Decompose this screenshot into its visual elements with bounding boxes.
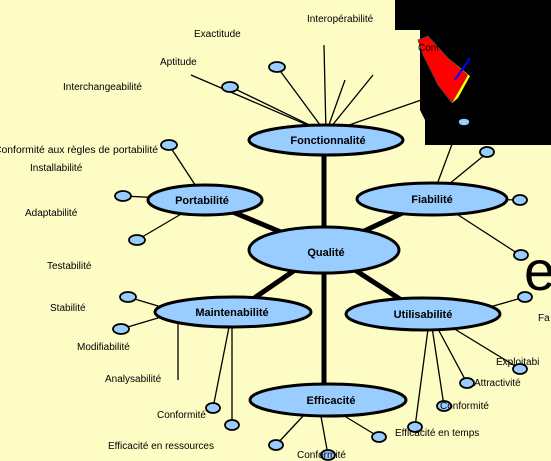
label-modifiabilite: Modifiabilité xyxy=(77,342,130,353)
sub-node xyxy=(128,234,146,246)
node-maintenabilite xyxy=(153,295,313,329)
sub-node xyxy=(371,431,387,443)
sub-node xyxy=(320,449,336,461)
label-fonctionnalite: Fonctionnalité xyxy=(290,135,365,147)
sub-node xyxy=(436,400,452,412)
sub-node xyxy=(407,421,423,433)
sub-node xyxy=(512,194,528,206)
sub-node xyxy=(268,439,284,451)
sub-node xyxy=(517,291,533,303)
sub-node xyxy=(221,81,239,93)
label-exactitude: Exactitude xyxy=(194,29,241,40)
sub-node xyxy=(268,61,286,73)
label-fa-truncated: Fa xyxy=(538,313,550,324)
sub-end-circles xyxy=(112,61,533,461)
sub-node xyxy=(205,402,221,414)
label-stabilite: Stabilité xyxy=(50,303,86,314)
label-qualite: Qualité xyxy=(307,247,344,259)
label-installabilite: Installabilité xyxy=(30,163,83,174)
sub-node xyxy=(513,249,529,261)
label-conformite-utilisabilite: Conformité xyxy=(440,401,489,412)
sub-node xyxy=(114,190,132,202)
overlay-letter: e xyxy=(524,239,551,302)
label-efficacite-temps: Efficacité en temps xyxy=(395,428,479,439)
sub-labels: Exactitude Interopérabilité Aptitude Int… xyxy=(0,14,550,461)
label-portabilite: Portabilité xyxy=(175,195,229,207)
label-efficacite-ressources: Efficacité en ressources xyxy=(108,441,214,452)
sub-node xyxy=(224,419,240,431)
sub-node xyxy=(112,323,130,335)
node-qualite xyxy=(247,225,401,275)
label-aptitude: Aptitude xyxy=(160,57,197,68)
node-fiabilite xyxy=(355,181,509,217)
node-efficacite xyxy=(248,382,408,418)
sub-node xyxy=(119,291,137,303)
label-interchangeabilite: Interchangeabilité xyxy=(63,82,142,93)
label-analysabilite: Analysabilité xyxy=(105,374,162,385)
label-maintenabilite: Maintenabilité xyxy=(195,307,268,319)
node-fonctionnalite xyxy=(247,123,405,157)
label-interoperabilite: Interopérabilité xyxy=(307,14,374,25)
sub-node xyxy=(459,377,475,389)
node-utilisabilite xyxy=(344,296,502,332)
label-fiabilite: Fiabilité xyxy=(411,194,453,206)
overlay-graphic: Conf xyxy=(395,0,551,145)
label-conformite-portabilite: Conformité aux règles de portabilité xyxy=(0,145,158,156)
label-testabilite: Testabilité xyxy=(47,261,92,272)
sub-node xyxy=(512,363,528,375)
label-conf-truncated: Conf xyxy=(418,43,439,54)
label-efficacite: Efficacité xyxy=(307,395,356,407)
label-conformite-maintenabilite: Conformité xyxy=(157,410,206,421)
label-attractivite: Attractivité xyxy=(474,378,521,389)
main-labels: Fonctionnalité Portabilité Fiabilité Qua… xyxy=(175,135,453,407)
label-exploitabilite-truncated: Exploitabi xyxy=(496,357,539,368)
node-portabilite xyxy=(146,183,264,217)
sub-node xyxy=(160,139,178,151)
sub-node xyxy=(479,146,495,158)
label-adaptabilite: Adaptabilité xyxy=(25,208,78,219)
label-conformite-efficacite: Conformité xyxy=(297,450,346,461)
main-nodes xyxy=(146,123,509,418)
label-utilisabilite: Utilisabilité xyxy=(394,309,453,321)
